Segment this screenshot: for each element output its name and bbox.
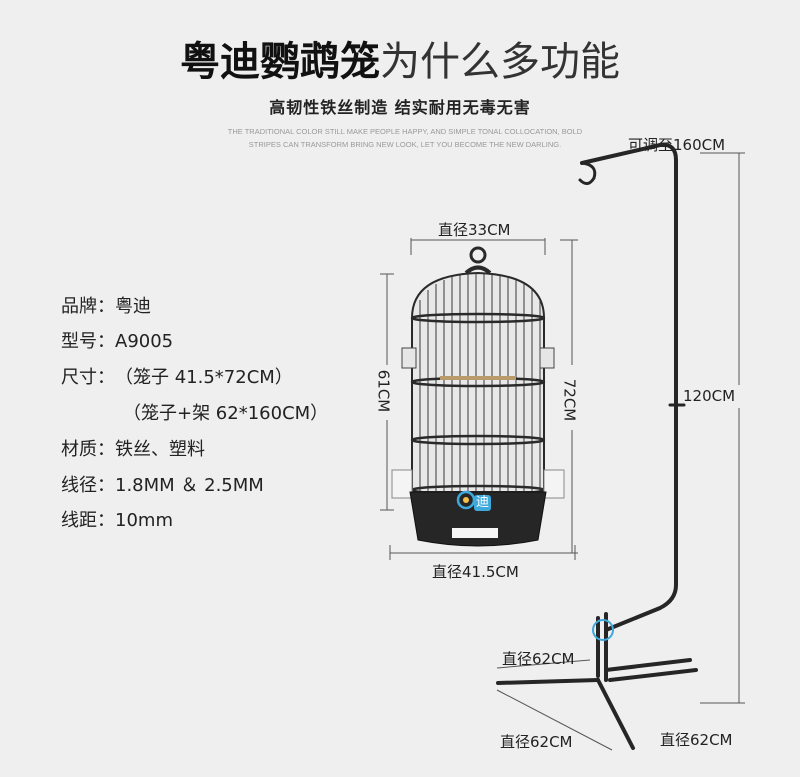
stand-max-height-label: 可调至160CM [628,136,726,154]
title-brand: 粤迪鹦鹉笼 [180,39,380,85]
english-tagline: THE TRADITIONAL COLOR STILL MAKE PEOPLE … [227,127,583,149]
cage-stand [496,142,698,750]
spec-label: 尺寸： [61,367,115,388]
page-title: 粤迪鹦鹉笼为什么多功能 [0,38,800,86]
cage-hook [464,246,492,275]
title-question: 为什么多功能 [380,39,620,85]
spec-model: 型号：A9005 [61,327,173,353]
spec-size-with-stand: （笼子+架 62*160CM） [123,399,328,425]
feeder-bottom-left [391,469,413,499]
spec-value: 1.8MM ＆ 2.5MM [115,475,264,496]
spec-label: 材质： [61,439,115,460]
feeder-left [401,347,417,369]
cage-body [391,271,565,547]
cage-height-label: 72CM [560,378,579,422]
spec-label: 线距： [61,510,115,531]
top-diameter-label: 直径33CM [438,221,511,239]
spec-label: 品牌： [61,296,115,317]
spec-value: （笼子+架 62*160CM） [123,403,329,424]
spec-value: （笼子 41.5*72CM） [115,367,293,388]
spec-size: 尺寸：（笼子 41.5*72CM） [61,363,293,389]
base-diameter-label: 直径62CM [502,650,575,668]
cage-dimension-lines [380,238,578,560]
tray-drawer [452,528,498,538]
stand-logo-icon [592,619,614,641]
spec-label: 型号： [61,331,115,352]
spec-material: 材质：铁丝、塑料 [61,435,205,461]
spec-wire-diameter: 线径：1.8MM ＆ 2.5MM [61,471,264,497]
base-diameter-label: 直径62CM [660,731,733,749]
spec-label: 线径： [61,475,115,496]
spec-value: 粤迪 [115,296,151,317]
spec-wire-spacing: 线距：10mm [61,506,173,532]
page-subtitle: 高韧性铁丝制造 结实耐用无毒无害 [269,98,531,117]
spec-value: 铁丝、塑料 [115,439,205,460]
feeder-bottom-right [543,469,565,499]
spec-value: A9005 [115,331,174,352]
stand-height-label: 120CM [683,387,736,405]
logo-mark: 迪 [474,495,492,511]
bottom-diameter-label: 直径41.5CM [432,563,519,581]
stand-dimension-lines [496,152,745,751]
spec-value: 10mm [115,510,173,531]
spec-brand: 品牌：粤迪 [61,292,151,318]
base-diameter-label: 直径62CM [500,733,573,751]
cage-base-tray [409,491,547,547]
cage-inner-height-label: 61CM [374,369,393,413]
feeder-right [539,347,555,369]
